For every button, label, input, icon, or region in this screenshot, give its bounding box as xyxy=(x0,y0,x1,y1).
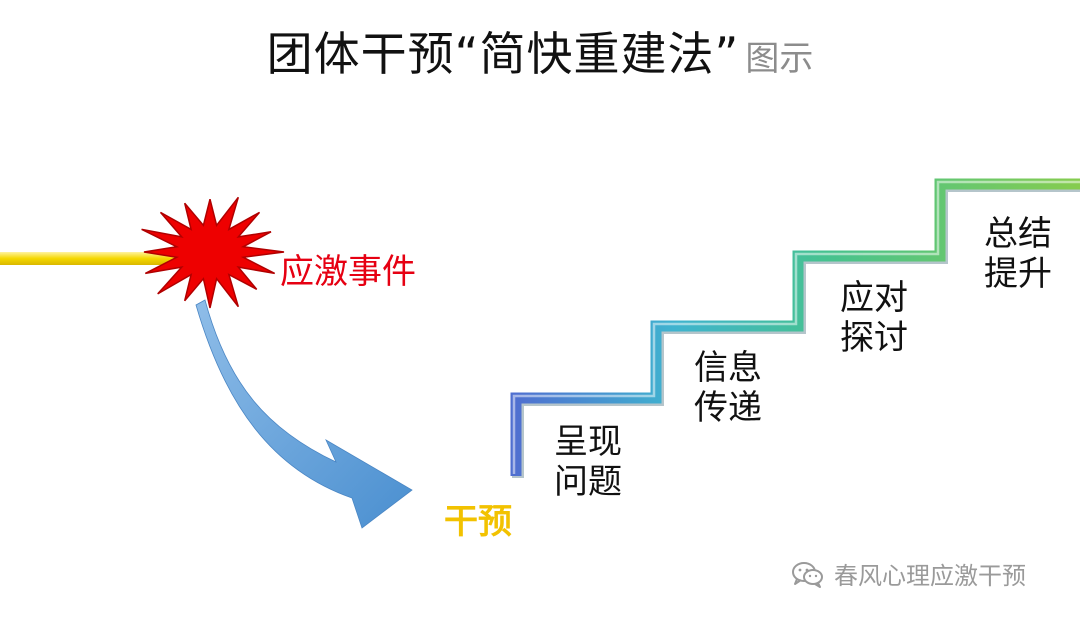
title-main: 团体干预“简快重建法” xyxy=(266,27,740,81)
curved-arrow xyxy=(195,299,413,529)
watermark: 春风心理应激干预 xyxy=(790,556,1026,591)
timeline-bar xyxy=(0,252,200,265)
burst-icon xyxy=(141,196,285,309)
step-label-line2: 传递 xyxy=(694,388,762,428)
staircase-highlight xyxy=(512,180,1080,474)
event-label: 应激事件 xyxy=(280,252,416,292)
step-summary-improve: 总结 提升 xyxy=(984,214,1052,294)
step-label-line1: 总结 xyxy=(984,214,1052,254)
page-title: 团体干预“简快重建法”图示 xyxy=(0,18,1080,84)
staircase xyxy=(510,178,1080,476)
step-label-line2: 探讨 xyxy=(840,318,908,358)
step-present-problem: 呈现 问题 xyxy=(554,422,622,502)
step-label-line1: 呈现 xyxy=(554,422,622,462)
step-label-line2: 问题 xyxy=(554,462,622,502)
step-label-line1: 信息 xyxy=(694,348,762,388)
step-label-line1: 应对 xyxy=(840,278,908,318)
step-label-line2: 提升 xyxy=(984,254,1052,294)
step-coping-discussion: 应对 探讨 xyxy=(840,278,908,358)
watermark-text: 春风心理应激干预 xyxy=(834,562,1026,590)
step-info-transfer: 信息 传递 xyxy=(694,348,762,428)
wechat-icon xyxy=(792,561,823,588)
intervention-label: 干预 xyxy=(444,502,512,542)
title-sub: 图示 xyxy=(745,39,814,79)
